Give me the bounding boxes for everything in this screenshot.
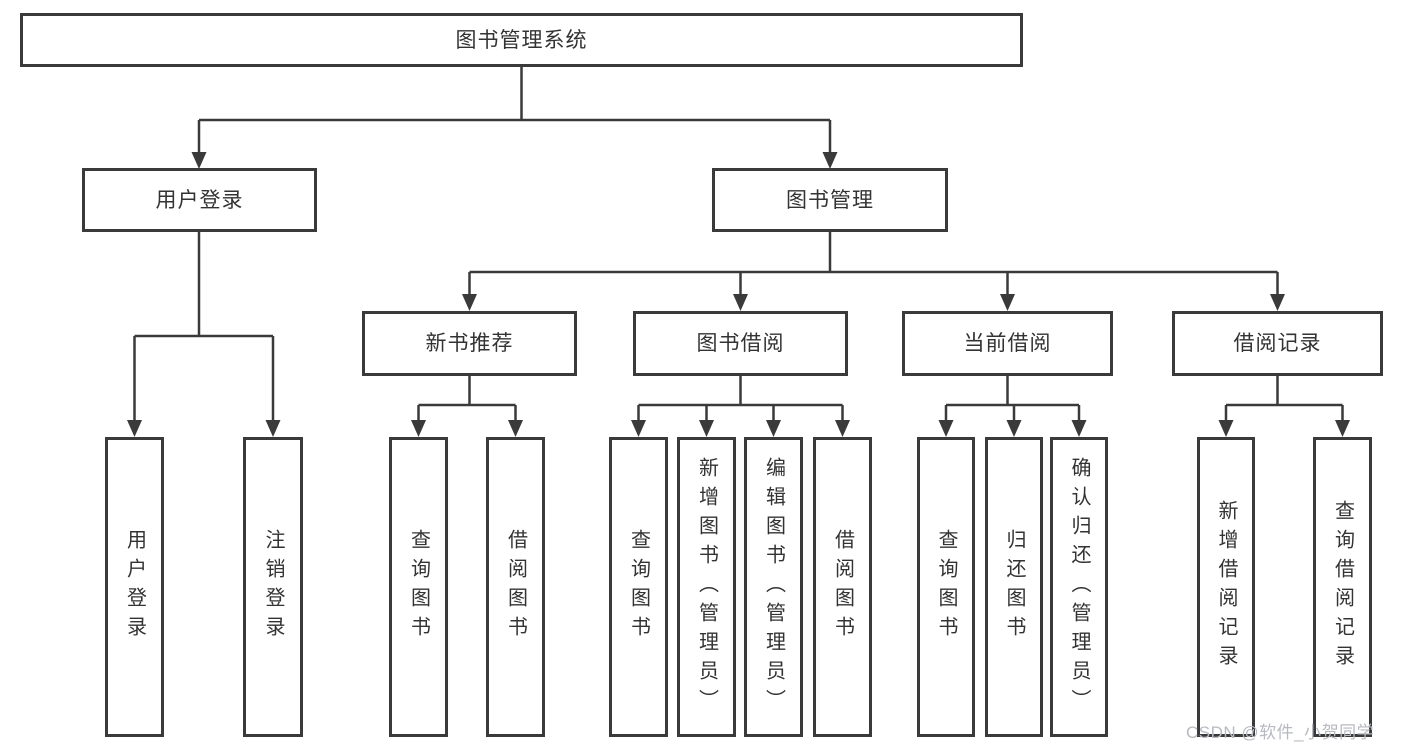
arrowhead-icon (265, 420, 281, 437)
leaf-borrow-books-recommend: 借阅图书 (486, 437, 545, 737)
arrowhead-icon (191, 152, 207, 169)
leaf-query-books-current: 查询图书 (917, 437, 975, 737)
node-borrow-records: 借阅记录 (1172, 311, 1383, 376)
leaf-query-borrow-record: 查询借阅记录 (1313, 437, 1372, 737)
connector-root-to-level2 (197, 67, 832, 153)
node-book-management: 图书管理 (712, 168, 948, 232)
arrowhead-icon (462, 294, 477, 311)
connector-book-borrow-group (637, 376, 844, 421)
arrowhead-icon (1006, 420, 1022, 437)
arrowheads (127, 152, 1350, 437)
connector-new-book-group (417, 376, 517, 421)
arrowhead-icon (508, 420, 523, 437)
watermark: CSDN @软件_小贺同学 (1186, 723, 1375, 742)
arrowhead-icon (938, 420, 954, 437)
leaf-borrow-books: 借阅图书 (813, 437, 872, 737)
leaf-add-borrow-record: 新增借阅记录 (1197, 437, 1255, 737)
leaf-confirm-return-admin: 确认归还（管理员） (1050, 437, 1108, 737)
leaf-query-books-borrow: 查询图书 (609, 437, 668, 737)
arrowhead-icon (835, 420, 850, 437)
arrowhead-icon (127, 420, 142, 437)
connector-book-management-to-level3 (468, 232, 1279, 295)
arrowhead-icon (733, 294, 748, 311)
leaf-edit-books-admin: 编辑图书（管理员） (744, 437, 803, 737)
node-book-borrow: 图书借阅 (633, 311, 848, 376)
leaf-logout: 注销登录 (243, 437, 303, 737)
arrowhead-icon (699, 420, 714, 437)
connector-borrow-records-group (1224, 376, 1344, 421)
leaf-add-books-admin: 新增图书（管理员） (677, 437, 736, 737)
connector-current-borrow-group (944, 376, 1081, 421)
arrowhead-icon (766, 420, 781, 437)
leaf-return-books: 归还图书 (985, 437, 1043, 737)
arrowhead-icon (1000, 294, 1015, 311)
arrowhead-icon (1218, 420, 1234, 437)
arrowhead-icon (1335, 420, 1350, 437)
connector-user-login-group (133, 232, 275, 421)
arrowhead-icon (631, 420, 646, 437)
node-user-login: 用户登录 (82, 168, 317, 232)
arrowhead-icon (1270, 294, 1285, 311)
arrowhead-icon (822, 152, 838, 169)
node-current-borrow: 当前借阅 (902, 311, 1113, 376)
arrowhead-icon (1071, 420, 1087, 437)
node-root-title: 图书管理系统 (20, 13, 1023, 67)
arrowhead-icon (411, 420, 426, 437)
leaf-user-login: 用户登录 (105, 437, 164, 737)
node-new-book-recommend: 新书推荐 (362, 311, 577, 376)
leaf-query-books-recommend: 查询图书 (389, 437, 448, 737)
